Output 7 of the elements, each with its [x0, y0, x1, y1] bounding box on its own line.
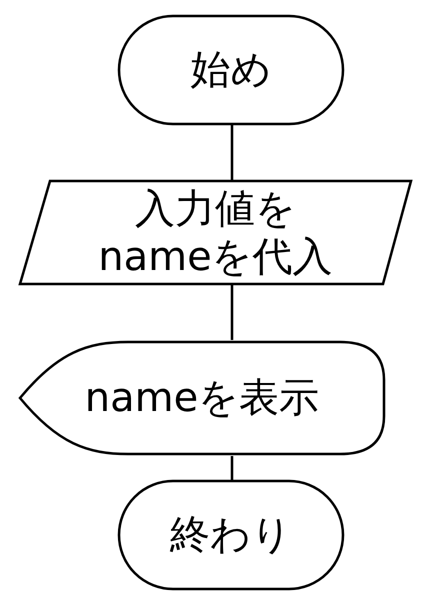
connector-line	[230, 285, 234, 340]
input-parallelogram: 入力値をnameを代入	[18, 180, 413, 285]
end-terminator: 終わり	[118, 480, 344, 590]
start-terminator: 始め	[118, 15, 344, 125]
display-shape: nameを表示	[18, 340, 386, 456]
connector-line	[230, 456, 234, 480]
connector-line	[230, 125, 234, 180]
